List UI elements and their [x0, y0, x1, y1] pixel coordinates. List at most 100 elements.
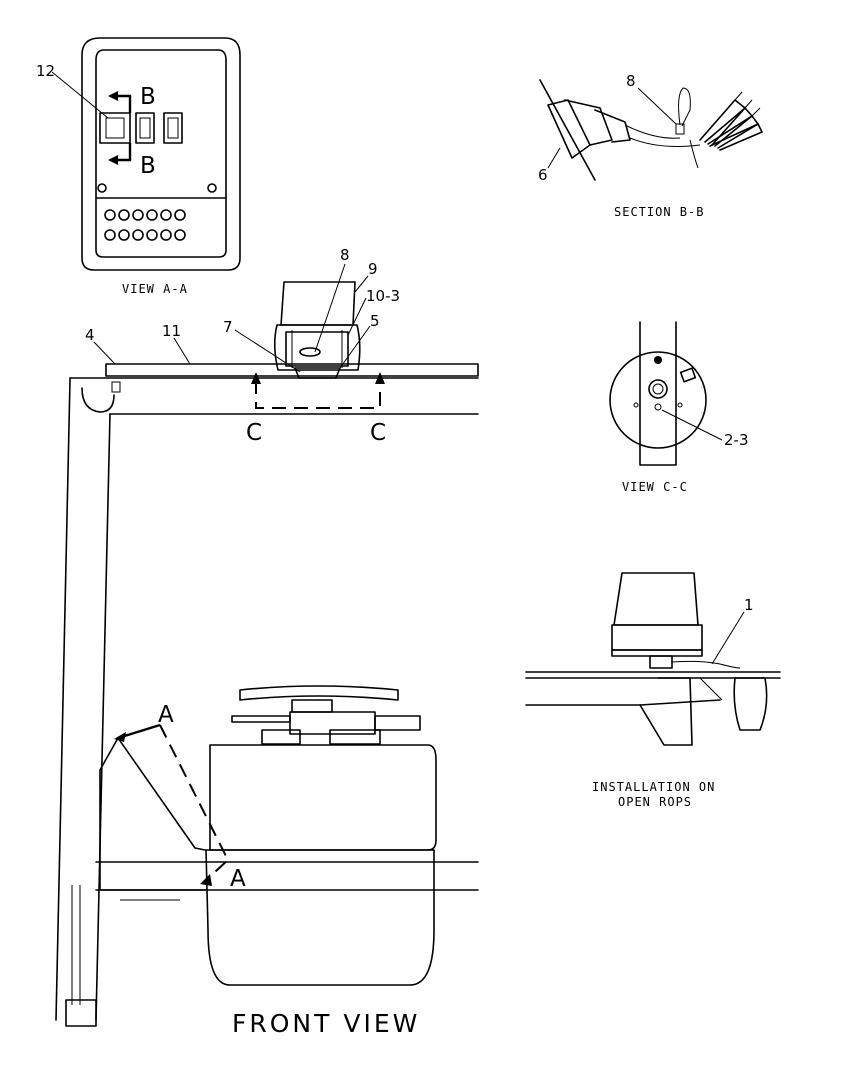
section-bb: 6 8 SECTION B-B [538, 72, 763, 219]
section-a-letter-bottom: A [230, 866, 246, 892]
rops-frame: 4 11 C C [55, 322, 479, 1027]
indicator-row-bottom [104, 229, 186, 241]
hole-right [677, 402, 683, 408]
switch-2-rocker [139, 117, 151, 139]
panel-section-line [539, 79, 596, 181]
callout-8-section: 8 [626, 72, 636, 90]
callout-11: 11 [162, 322, 181, 340]
beacon-base [285, 331, 349, 367]
leader-1 [711, 611, 745, 665]
switch-3-rocker [167, 117, 179, 139]
install-side-bracket [733, 677, 768, 731]
switch-1-rocker [105, 117, 125, 139]
panel-screw-right [207, 183, 217, 193]
indicator-row-top [104, 209, 186, 221]
beacon-guard [273, 324, 361, 371]
seat-back-outline [99, 737, 206, 891]
leader-12 [51, 71, 109, 119]
callout-2-3: 2-3 [724, 431, 749, 449]
callout-6: 6 [538, 166, 548, 184]
leader-7 [234, 329, 301, 373]
section-c-letter-left: C [246, 420, 262, 446]
wire-tag [675, 123, 685, 135]
switch-housing [564, 99, 613, 146]
hole-lower [654, 403, 662, 411]
caption-front-view: FRONT VIEW [232, 1009, 420, 1038]
caption-view-aa: VIEW A-A [122, 282, 188, 296]
console-upper [209, 744, 437, 851]
caption-install-line1: INSTALLATION ON [592, 780, 715, 794]
seat-back-edge [117, 737, 206, 851]
leader-6 [547, 147, 561, 169]
steering-column-cap [291, 699, 333, 713]
section-c-arrowhead-right [375, 372, 385, 384]
switch-1 [99, 112, 131, 144]
install-beacon-rim [611, 649, 703, 657]
panel-outer-outline [81, 37, 241, 271]
caption-view-cc: VIEW C-C [622, 480, 688, 494]
callout-4: 4 [85, 326, 95, 344]
section-b-letter-top: B [140, 84, 156, 110]
beacon-assembly: 8 9 10-3 5 7 [223, 246, 400, 379]
panel-screw-left [97, 183, 107, 193]
floor-beam [95, 861, 479, 891]
lever-left [231, 715, 291, 723]
section-b-arrowhead-top [108, 91, 118, 101]
panel-inner-outline [95, 49, 227, 258]
leader-11 [173, 337, 191, 365]
post-foot [65, 999, 97, 1027]
installation-open-rops: 1 INSTALLATION ON OPEN ROPS [525, 572, 781, 809]
console-lower [205, 849, 435, 986]
install-wire [671, 660, 741, 669]
section-b-letter-bottom: B [140, 153, 156, 179]
leader-2-3 [661, 409, 723, 441]
post-outer [55, 377, 71, 1021]
beacon-lens [280, 281, 356, 326]
hole-left [633, 402, 639, 408]
section-b-arrowhead-bottom [108, 155, 118, 165]
switch-3 [163, 112, 183, 144]
view-aa: B B 12 VIEW A-A [36, 37, 241, 296]
mounting-plate [105, 363, 479, 377]
wire-tag-loop [678, 87, 691, 127]
center-hole-inner [652, 383, 664, 395]
steering-wheel [239, 685, 399, 701]
callout-5: 5 [370, 312, 380, 330]
wire-drop [689, 139, 699, 169]
callout-1: 1 [744, 596, 754, 614]
section-c-cut-line [255, 380, 381, 409]
callout-9: 9 [368, 260, 378, 278]
bolt-4 [111, 381, 121, 393]
section-a-cut-line [159, 724, 230, 881]
install-mount [649, 655, 673, 669]
caption-install-line2: OPEN ROPS [618, 795, 692, 809]
section-c-arrowhead-left [251, 372, 261, 384]
callout-12: 12 [36, 62, 55, 80]
knob-right [329, 729, 381, 745]
knob-left [261, 729, 301, 745]
operator-area: A A [71, 685, 479, 1005]
switch-body-section [547, 99, 591, 159]
center-hole [648, 379, 668, 399]
install-post [639, 677, 693, 746]
callout-10-3: 10-3 [366, 287, 400, 305]
view-cc: 2-3 VIEW C-C [609, 321, 749, 494]
hole-top [654, 356, 662, 364]
connector-bundle [699, 91, 763, 151]
switch-2 [135, 112, 155, 144]
leader-10-3 [347, 297, 367, 336]
leader-9 [354, 275, 369, 293]
leader-5 [339, 325, 371, 369]
section-a-arrowhead-top [114, 732, 126, 742]
corner-bend [81, 387, 115, 413]
callout-7: 7 [223, 318, 233, 336]
install-beacon-base [611, 624, 703, 651]
install-beacon-lens [613, 572, 699, 626]
leader-4 [93, 341, 116, 365]
section-a-letter-top: A [158, 702, 174, 728]
wires [624, 124, 701, 147]
leader-8-front [314, 263, 346, 353]
post-inner [95, 413, 111, 1021]
lever-right [374, 715, 421, 731]
